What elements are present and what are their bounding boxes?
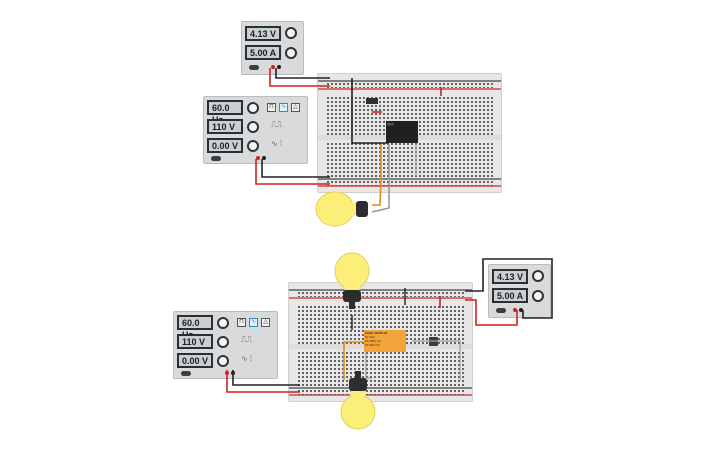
- sine-wave-icon: ∿: [250, 319, 257, 325]
- wire-bot-orange: [343, 341, 364, 380]
- positive-terminal[interactable]: [271, 65, 275, 69]
- offset-knob[interactable]: [247, 140, 259, 152]
- amplitude-display: 110 V: [207, 119, 243, 134]
- negative-terminal[interactable]: [277, 65, 281, 69]
- wire-bot-grey: [412, 340, 461, 380]
- square-wave-icon: ⊓: [239, 319, 244, 325]
- square-wave-icon: ⊓: [269, 104, 274, 110]
- square-wave-button[interactable]: ⊓: [267, 103, 276, 112]
- relay-top[interactable]: ▯▯▯▯: [386, 121, 418, 143]
- negative-terminal[interactable]: [519, 308, 523, 312]
- relay-bottom[interactable]: KUEP-11D15-24 5V 10A 5A 250V AC 5A 30V D…: [364, 330, 406, 352]
- amplitude-wave-icon: ⎍⎍: [271, 120, 283, 129]
- light-bulb-bottom-upper[interactable]: [334, 252, 370, 309]
- square-wave-button[interactable]: ⊓: [237, 318, 246, 327]
- current-display: 5.00 A: [492, 288, 528, 303]
- current-display: 5.00 A: [245, 45, 281, 60]
- light-bulb-bottom-lower[interactable]: [340, 371, 376, 430]
- triangle-wave-button[interactable]: △: [261, 318, 270, 327]
- wire-top-orange: [372, 144, 382, 206]
- sine-wave-button[interactable]: ∿: [249, 318, 258, 327]
- relay-top-label: ▯▯▯▯: [387, 122, 394, 126]
- offset-display: 0.00 V: [177, 353, 213, 368]
- amplitude-wave-icon: ⎍⎍: [241, 335, 253, 344]
- wire-bot-grey-2: [365, 352, 372, 379]
- voltage-knob[interactable]: [532, 270, 544, 282]
- wire-bot-fg-black: [232, 370, 300, 386]
- relay-spec-1: 5V 10A: [365, 335, 375, 339]
- triangle-wave-icon: △: [263, 319, 268, 325]
- relay-spec-2: 5A 250V AC: [365, 339, 382, 343]
- frequency-knob[interactable]: [217, 317, 229, 329]
- wire-bot-dc-black: [465, 258, 553, 319]
- triangle-wave-icon: △: [293, 104, 298, 110]
- frequency-knob[interactable]: [247, 102, 259, 114]
- relay-spec-3: 5A 30V DC: [365, 343, 380, 347]
- wire-top-fg-black: [261, 159, 330, 178]
- wire-top-dc-black: [275, 68, 330, 79]
- voltage-display: 4.13 V: [492, 269, 528, 284]
- offset-wave-icon: ∿ ⁞: [271, 139, 283, 148]
- wire-top-dc-red: [269, 68, 330, 87]
- slide-switch-top[interactable]: [366, 98, 378, 104]
- wire-top-black-vert: [351, 78, 388, 144]
- output-terminal-red[interactable]: [256, 156, 260, 160]
- power-toggle[interactable]: [181, 371, 191, 376]
- output-terminal-black[interactable]: [262, 156, 266, 160]
- sine-wave-icon: ∿: [280, 104, 287, 110]
- triangle-wave-button[interactable]: △: [291, 103, 300, 112]
- amplitude-display: 110 V: [177, 334, 213, 349]
- voltage-knob[interactable]: [285, 27, 297, 39]
- amplitude-knob[interactable]: [217, 336, 229, 348]
- breadboard-top[interactable]: [317, 73, 502, 193]
- voltage-display: 4.13 V: [245, 26, 281, 41]
- sine-wave-button[interactable]: ∿: [279, 103, 288, 112]
- power-toggle[interactable]: [211, 156, 221, 161]
- wire-bot-fg-red: [226, 370, 300, 393]
- wire-bot-dc-red: [465, 299, 518, 326]
- offset-display: 0.00 V: [207, 138, 243, 153]
- function-generator-top[interactable]: 60.0 Hz ⊓ ∿ △ 110 V ⎍⎍ 0.00 V ∿ ⁞: [203, 96, 308, 164]
- wire-top-grey: [371, 144, 390, 213]
- offset-knob[interactable]: [217, 355, 229, 367]
- dc-power-supply-top[interactable]: 4.13 V 5.00 A: [241, 21, 304, 75]
- power-toggle[interactable]: [496, 308, 506, 313]
- amplitude-knob[interactable]: [247, 121, 259, 133]
- power-toggle[interactable]: [249, 65, 259, 70]
- function-generator-bottom[interactable]: 60.0 Hz ⊓ ∿ △ 110 V ⎍⎍ 0.00 V ∿ ⁞: [173, 311, 278, 379]
- offset-wave-icon: ∿ ⁞: [241, 354, 253, 363]
- light-bulb-top[interactable]: [315, 191, 368, 227]
- wire-top-fg-red: [255, 159, 330, 185]
- current-knob[interactable]: [532, 290, 544, 302]
- positive-terminal[interactable]: [513, 308, 517, 312]
- dc-power-supply-bottom[interactable]: 4.13 V 5.00 A: [488, 264, 551, 318]
- relay-bottom-label: KUEP-11D15-24: [365, 331, 388, 335]
- current-knob[interactable]: [285, 47, 297, 59]
